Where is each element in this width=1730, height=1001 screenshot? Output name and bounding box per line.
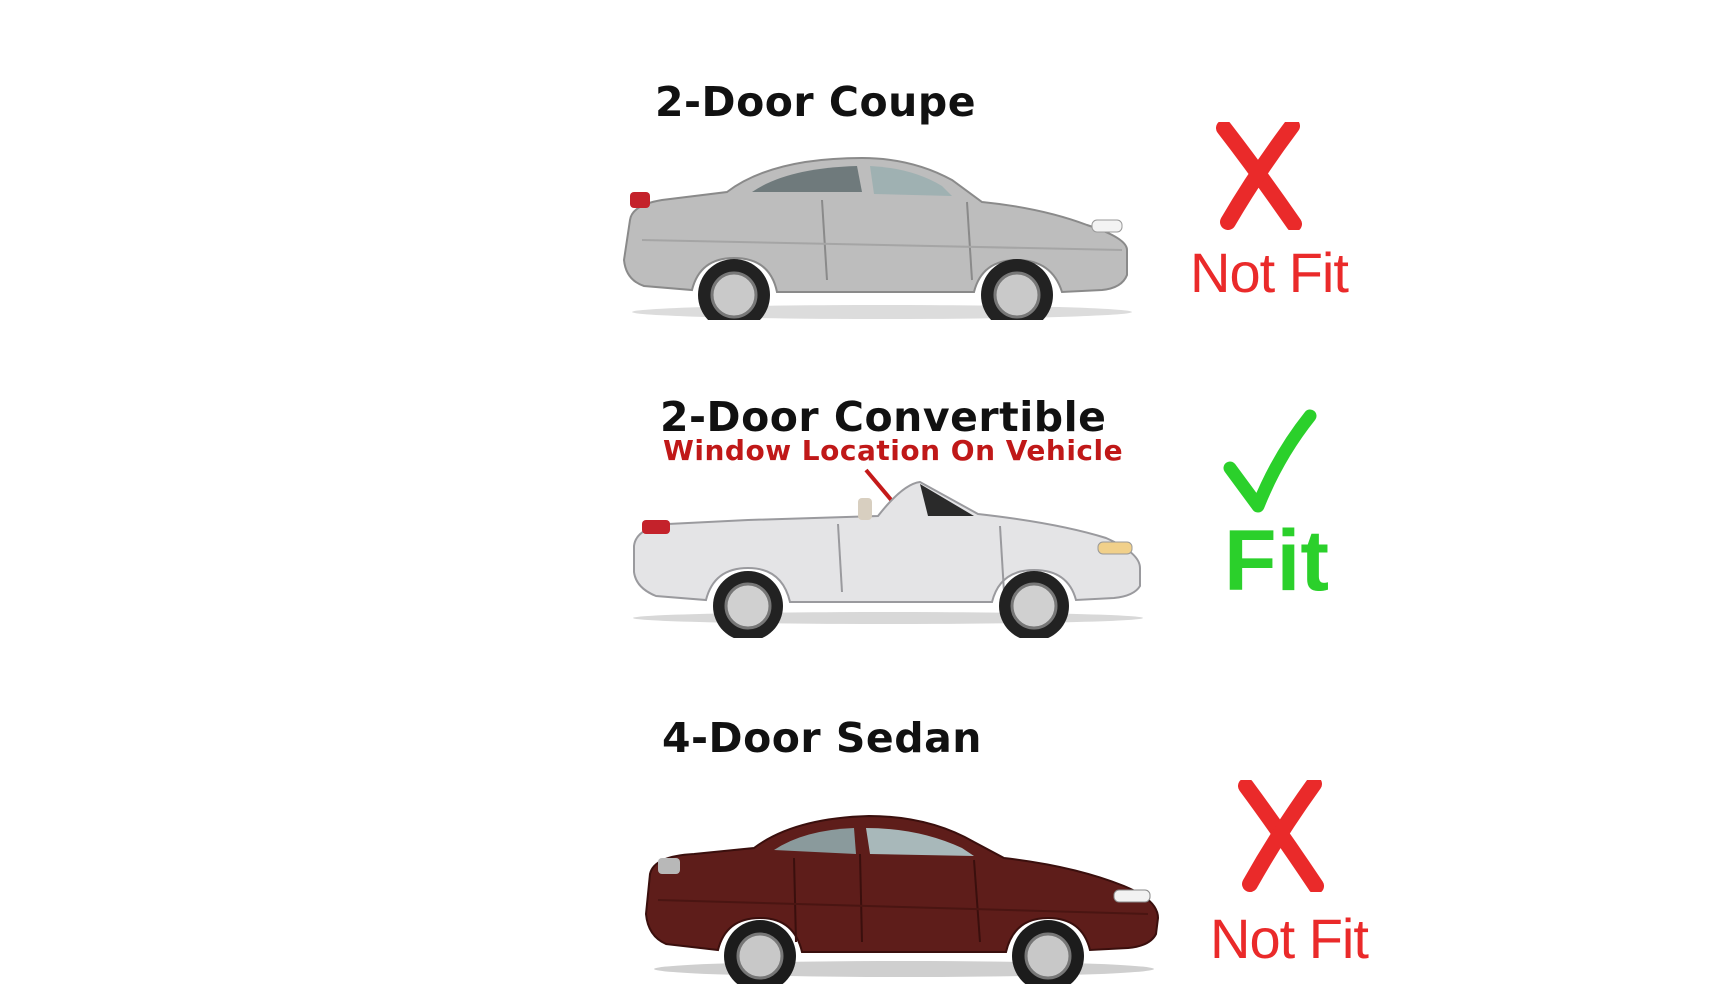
cross-icon bbox=[1216, 122, 1302, 230]
vehicle-title: 2-Door Convertible bbox=[660, 393, 1107, 441]
vehicle-row-coupe: 2-Door Coupe Not Fit bbox=[0, 0, 1730, 330]
check-icon bbox=[1223, 409, 1317, 513]
cross-icon bbox=[1238, 780, 1324, 892]
coupe-car-image bbox=[622, 156, 1132, 320]
convertible-car-image bbox=[633, 468, 1143, 638]
vehicle-row-convertible: 2-Door Convertible Window Location On Ve… bbox=[633, 393, 1330, 638]
not-fit-label: Not Fit bbox=[1190, 241, 1349, 304]
fit-label: Fit bbox=[1224, 513, 1330, 609]
not-fit-label: Not Fit bbox=[1210, 907, 1369, 970]
window-location-note: Window Location On Vehicle bbox=[663, 434, 1124, 467]
sedan-car-image bbox=[644, 814, 1160, 984]
vehicle-title: 2-Door Coupe bbox=[655, 78, 977, 126]
vehicle-title: 4-Door Sedan bbox=[662, 714, 982, 762]
